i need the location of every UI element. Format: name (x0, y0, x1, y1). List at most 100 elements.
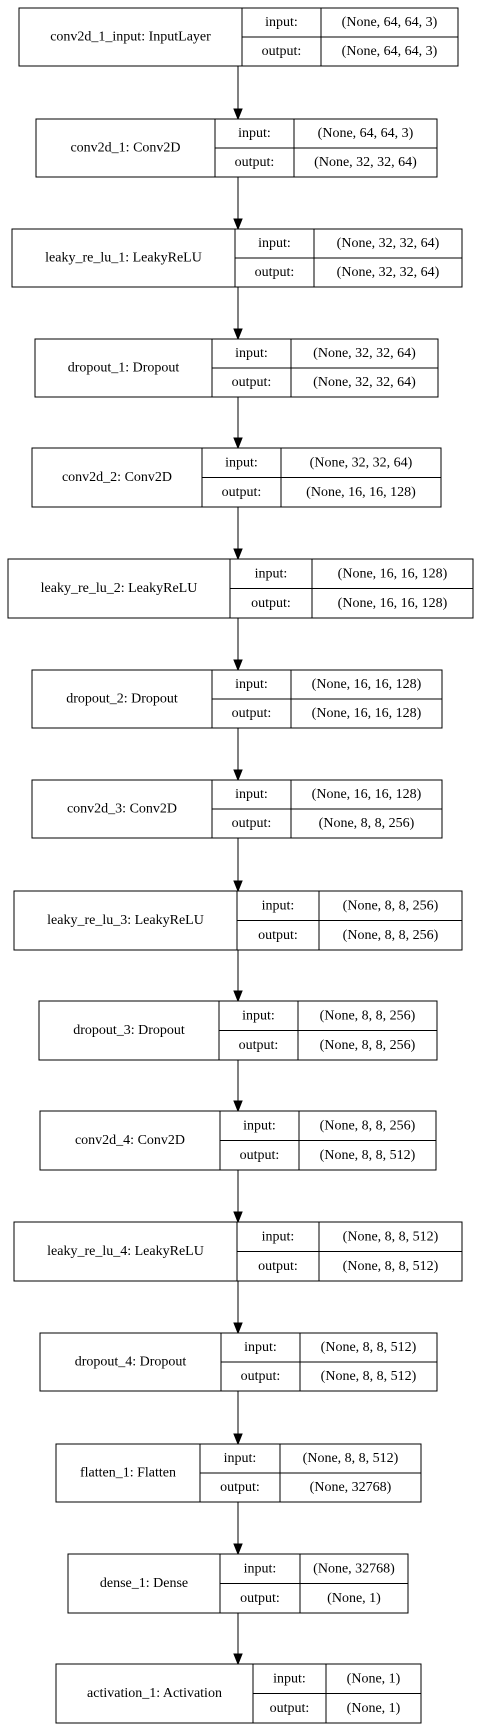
edge-arrow (233, 1502, 243, 1556)
layer-node: activation_1: Activation input: output: (No… (55, 1663, 422, 1724)
input-shape: (None, 32, 32, 64) (310, 455, 413, 470)
layer-node: leaky_re_lu_3: LeakyReLU input: output: (No… (13, 890, 463, 951)
input-shape: (None, 8, 8, 512) (321, 1340, 417, 1355)
output-shape: (None, 64, 64, 3) (342, 44, 438, 59)
input-shape: (None, 8, 8, 512) (343, 1229, 439, 1244)
input-label: input: (255, 566, 288, 581)
input-shape: (None, 8, 8, 256) (320, 1008, 416, 1023)
output-shape: (None, 32768) (310, 1480, 392, 1495)
input-label: input: (225, 455, 258, 470)
input-shape: (None, 8, 8, 256) (343, 898, 439, 913)
output-shape: (None, 1) (347, 1701, 401, 1716)
output-shape: (None, 8, 8, 512) (321, 1369, 417, 1384)
edge-arrow (233, 728, 243, 782)
layer-node: leaky_re_lu_4: LeakyReLU input: output: (No… (13, 1221, 463, 1282)
layer-name: conv2d_1_input: InputLayer (50, 30, 211, 45)
layer-name: conv2d_1: Conv2D (70, 141, 180, 156)
input-shape: (None, 32768) (313, 1561, 395, 1576)
output-label: output: (222, 485, 262, 500)
layer-node: flatten_1: Flatten input: output: (None, 8,… (55, 1443, 422, 1503)
output-label: output: (240, 1148, 280, 1163)
output-shape: (None, 16, 16, 128) (338, 596, 448, 611)
input-label: input: (235, 677, 268, 692)
layer-node: dropout_4: Dropout input: output: (None, 8,… (39, 1332, 438, 1392)
edge-arrow (233, 397, 243, 450)
output-label: output: (251, 596, 291, 611)
input-label: input: (244, 1340, 277, 1355)
edge-arrow (233, 66, 243, 121)
layer-name: leaky_re_lu_3: LeakyReLU (47, 913, 204, 928)
output-shape: (None, 16, 16, 128) (312, 706, 422, 721)
output-shape: (None, 32, 32, 64) (337, 265, 440, 280)
edge-arrow (233, 618, 243, 672)
input-shape: (None, 1) (347, 1671, 401, 1686)
edge-arrow (233, 287, 243, 341)
input-label: input: (224, 1451, 257, 1466)
edge-arrow (233, 1391, 243, 1446)
output-shape: (None, 8, 8, 256) (320, 1038, 416, 1053)
layer-node: dropout_3: Dropout input: output: (None, 8,… (38, 1000, 438, 1061)
layer-name: leaky_re_lu_4: LeakyReLU (47, 1244, 204, 1259)
layer-name: dropout_3: Dropout (73, 1023, 185, 1038)
input-label: input: (265, 15, 298, 30)
input-shape: (None, 64, 64, 3) (318, 126, 414, 141)
output-label: output: (262, 44, 302, 59)
layer-name: conv2d_2: Conv2D (62, 470, 172, 485)
input-shape: (None, 16, 16, 128) (338, 566, 448, 581)
edge-arrow (233, 838, 243, 893)
input-shape: (None, 64, 64, 3) (342, 15, 438, 30)
input-label: input: (235, 346, 268, 361)
output-label: output: (220, 1480, 260, 1495)
input-label: input: (262, 1229, 295, 1244)
layer-name: leaky_re_lu_2: LeakyReLU (41, 581, 198, 596)
input-label: input: (242, 1008, 275, 1023)
input-shape: (None, 8, 8, 256) (320, 1118, 416, 1133)
layer-node: conv2d_2: Conv2D input: output: (None, 32, … (31, 447, 442, 508)
input-shape: (None, 8, 8, 512) (303, 1451, 399, 1466)
layer-name: conv2d_3: Conv2D (67, 802, 177, 817)
layer-node: dense_1: Dense input: output: (None, 32768)… (67, 1553, 409, 1614)
layer-name: dropout_2: Dropout (66, 692, 178, 707)
output-shape: (None, 8, 8, 512) (343, 1259, 439, 1274)
input-label: input: (244, 1561, 277, 1576)
input-shape: (None, 32, 32, 64) (337, 236, 440, 251)
layer-name: conv2d_4: Conv2D (75, 1133, 185, 1148)
output-label: output: (232, 706, 272, 721)
input-label: input: (238, 126, 271, 141)
input-label: input: (273, 1671, 306, 1686)
input-shape: (None, 16, 16, 128) (312, 677, 422, 692)
output-label: output: (258, 928, 298, 943)
output-shape: (None, 8, 8, 256) (343, 928, 439, 943)
input-label: input: (243, 1118, 276, 1133)
input-label: input: (258, 236, 291, 251)
output-shape: (None, 32, 32, 64) (313, 375, 416, 390)
layer-node: conv2d_4: Conv2D input: output: (None, 8, 8… (39, 1110, 437, 1171)
output-label: output: (232, 375, 272, 390)
layer-name: activation_1: Activation (87, 1686, 222, 1701)
layer-name: leaky_re_lu_1: LeakyReLU (45, 251, 202, 266)
input-label: input: (262, 898, 295, 913)
edge-arrow (233, 1613, 243, 1666)
edge-arrow (233, 1281, 243, 1335)
input-shape: (None, 32, 32, 64) (313, 346, 416, 361)
layer-name: flatten_1: Flatten (80, 1466, 176, 1481)
layer-node: dropout_2: Dropout input: output: (None, 16… (31, 669, 443, 729)
output-label: output: (240, 1591, 280, 1606)
output-label: output: (255, 265, 295, 280)
output-label: output: (258, 1259, 298, 1274)
output-label: output: (270, 1701, 310, 1716)
edge-arrow (233, 507, 243, 561)
edge-arrow (233, 950, 243, 1003)
layer-name: dropout_4: Dropout (75, 1355, 187, 1370)
layer-node: conv2d_1_input: InputLayer input: output: (… (18, 7, 459, 67)
layer-node: leaky_re_lu_2: LeakyReLU input: output: (No… (7, 558, 474, 619)
output-shape: (None, 8, 8, 256) (319, 816, 415, 831)
output-label: output: (241, 1369, 281, 1384)
output-label: output: (239, 1038, 279, 1053)
edge-arrow (233, 1060, 243, 1113)
layer-name: dense_1: Dense (100, 1576, 188, 1591)
input-shape: (None, 16, 16, 128) (312, 787, 422, 802)
